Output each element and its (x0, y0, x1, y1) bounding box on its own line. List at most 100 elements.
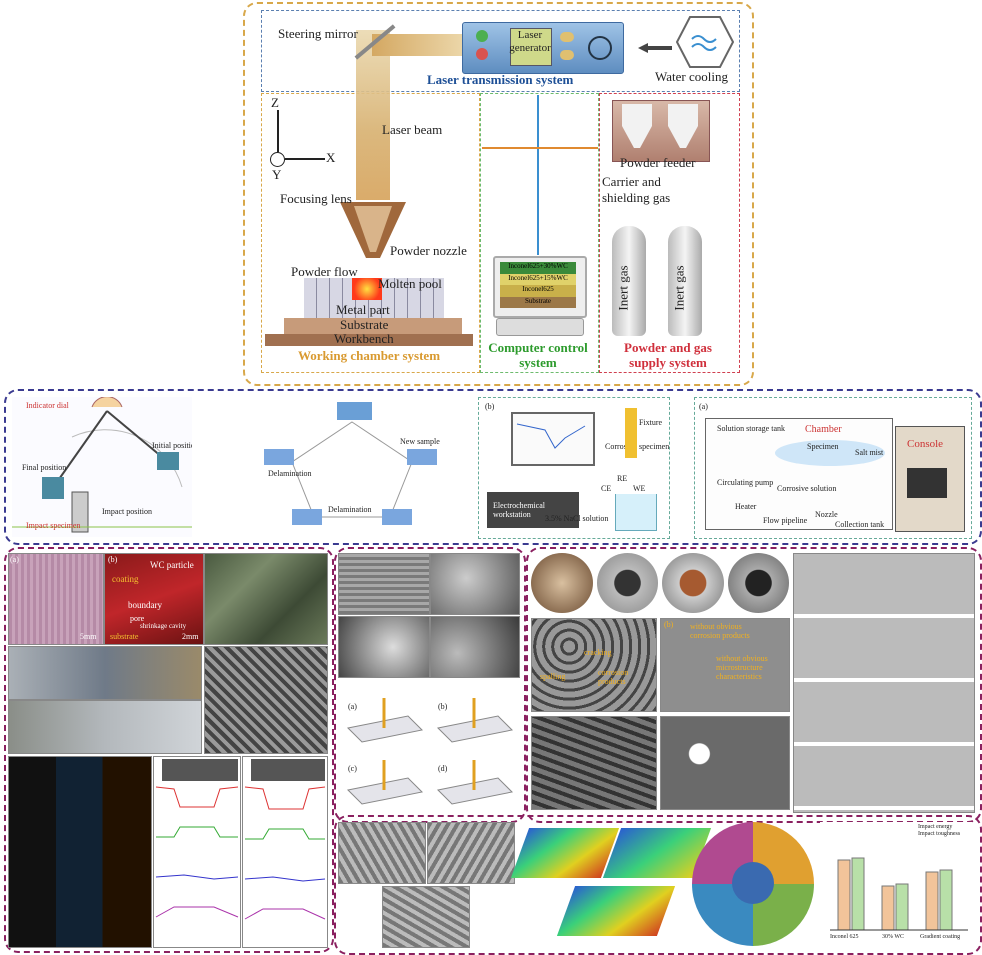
micro-strip-2 (8, 700, 202, 754)
electrochem-label: RE (617, 474, 628, 483)
fixture-icon (625, 408, 637, 458)
substrate-block (284, 318, 462, 334)
micro-grid-2 (204, 646, 328, 754)
electrochem-label: 3.5% NaCl solution (545, 514, 609, 523)
inert-gas-label: Inert gas (615, 265, 631, 311)
impact-sem-1 (338, 822, 426, 884)
salt-mist-disc (775, 440, 885, 466)
corrosion-photo-row (531, 553, 789, 613)
electrochem-label: Corrosion specimen (605, 442, 670, 451)
axis-z-label: Z (271, 95, 279, 110)
workbench-block (265, 334, 473, 346)
laser-beam-label: Laser beam (382, 122, 443, 137)
impact-label: Impact position (102, 507, 152, 516)
wear-sem-2 (430, 553, 520, 615)
scale-bar-label: 2mm (182, 632, 199, 641)
computer-base (496, 318, 584, 336)
wc-particle-label: WC particle (150, 560, 194, 570)
chart-bar (851, 857, 865, 931)
electrochem-panel: (b) Electrochemical workstation 3.5% NaC… (478, 397, 670, 539)
focusing-lens-label: Focusing lens (280, 191, 352, 206)
powder-flow-label: Powder flow (291, 264, 358, 279)
wear-label: Delamination (328, 505, 372, 514)
console-panel (907, 468, 947, 498)
salt-label: Solution storage tank (717, 424, 785, 433)
impact-bar-chart: Inconel 625 30% WC Gradient coating Impa… (820, 822, 972, 946)
macro-photo-b (104, 553, 204, 645)
corrosion-sem-2 (660, 618, 790, 712)
summary-wheel-center (732, 862, 774, 904)
chart-bar (895, 883, 909, 931)
gas-cylinder (668, 226, 702, 336)
impact-label: Initial position (152, 441, 192, 450)
water-cooling-label: Water cooling (655, 69, 728, 84)
impact-sem-3 (382, 886, 470, 948)
powder-nozzle-label: Powder nozzle (390, 243, 467, 258)
chart-category: Inconel 625 (830, 934, 859, 940)
carrier-gas-label: Carrier and shielding gas (602, 174, 671, 205)
laser-generator-knob (476, 30, 488, 42)
electrochem-label: Electrochemical workstation (493, 501, 545, 519)
chart-bar (939, 869, 953, 931)
substrate-label: Substrate (340, 317, 389, 332)
powder-nozzle-icon (340, 202, 406, 260)
monitor-screen: Inconel625+30%WC Inconel625+15%WC Incone… (500, 262, 576, 308)
macro-photo-a (8, 553, 104, 645)
laser-generator-knob (476, 48, 488, 60)
profile-map-1 (510, 828, 620, 878)
screen-layer: Inconel625+30%WC (500, 262, 576, 274)
laser-generator-screen (510, 28, 552, 66)
boundary-label: boundary (128, 600, 162, 610)
steering-mirror-label: Steering mirror (278, 26, 358, 41)
working-chamber-label: Working chamber system (298, 348, 441, 363)
impact-label: Impact specimen (26, 521, 81, 530)
screen-layer: Inconel625+15%WC (500, 273, 576, 285)
line-scan-b (242, 756, 328, 948)
water-cooling-icon (675, 15, 735, 69)
electrochem-label: CE (601, 484, 612, 493)
axis-x-label: X (326, 150, 336, 165)
chamber-box (705, 418, 893, 530)
pore-label: pore (130, 614, 145, 623)
salt-label: Corrosive solution (777, 484, 837, 493)
wear-cycle-panel: Delamination New sample Delamination (262, 397, 442, 537)
panel-letter: (b) (108, 555, 118, 564)
micro-grid-1 (204, 553, 328, 645)
salt-label: Chamber (805, 424, 842, 435)
corrosion-photo (531, 553, 593, 613)
axis-x-line (285, 158, 325, 160)
chart-bar (925, 871, 939, 931)
salt-label: Specimen (807, 442, 839, 451)
arrow-up-icon (537, 95, 539, 255)
powder-gas-label: Powder and gas supply system (624, 340, 712, 370)
gas-cylinder (612, 226, 646, 336)
panel-letter: (b) (664, 620, 674, 629)
salt-spray-panel: (a) Chamber Console Solution storage tan… (694, 397, 972, 539)
laser-beam-horizontal (372, 34, 464, 56)
wear-label: New sample (400, 437, 440, 446)
panel-letter: (a) (10, 555, 19, 564)
electrochem-label: Fixture (639, 418, 663, 427)
coating-label: coating (112, 574, 139, 584)
corrosion-photo (727, 553, 789, 613)
arrow-both-icon (482, 147, 598, 149)
impact-label: Final position (22, 463, 67, 472)
salt-label: Collection tank (835, 520, 885, 529)
test-row-frame (4, 389, 982, 545)
inert-gas-label: Inert gas (671, 265, 687, 311)
chart-category: 30% WC (882, 934, 905, 940)
powder-frame (599, 93, 740, 373)
arrow-left-icon (638, 40, 672, 53)
chart-legend: Impact energy (918, 824, 953, 830)
cracking-label: cracking (584, 648, 612, 657)
laser-generator-label: Laser generator (509, 29, 551, 54)
corrosion-photo (596, 553, 658, 613)
axis-y-circle (270, 152, 285, 167)
line-scan-a (153, 756, 241, 948)
salt-label: Flow pipeline (763, 516, 808, 525)
scale-bar-label: 5mm (80, 632, 97, 641)
wear-label: Delamination (268, 469, 312, 478)
salt-label: Console (907, 438, 944, 450)
corrosion-sem-3 (531, 716, 657, 810)
axis-y-label: Y (272, 167, 282, 182)
